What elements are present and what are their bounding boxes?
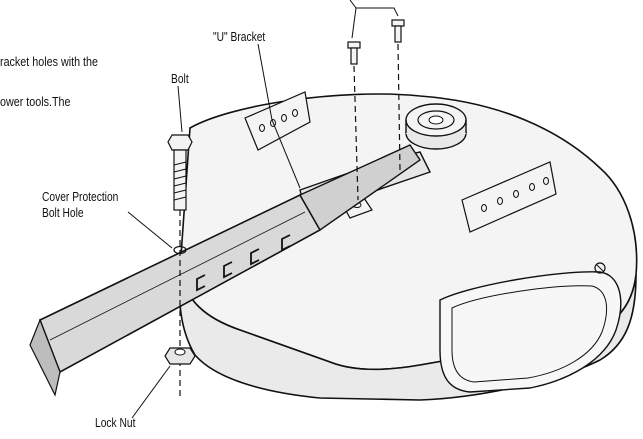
u-bracket-leader: [257, 43, 301, 189]
cover-leader: [127, 211, 173, 249]
front-panel: [439, 271, 622, 393]
sprocket: [405, 103, 467, 150]
bolt-leader: [177, 85, 183, 133]
screw-icon: [594, 262, 606, 274]
label-u-bracket: "U" Bracket: [213, 30, 266, 44]
label-bolt: Bolt: [171, 72, 189, 86]
right-flange: [461, 161, 557, 233]
screw-left: [347, 41, 361, 65]
label-bolt-hole: Bolt Hole: [42, 206, 84, 220]
screw-right: [391, 19, 405, 43]
label-cover-protection: Cover Protection: [42, 190, 119, 204]
label-lock-nut: Lock Nut: [95, 416, 136, 430]
bolt-part: [167, 134, 193, 211]
left-flange: [244, 91, 311, 151]
instruction-line-1: racket holes with the: [0, 55, 98, 69]
instruction-line-2: ower tools.The: [0, 95, 71, 109]
locknut-leader: [131, 365, 171, 419]
lock-nut-part: [164, 347, 196, 365]
